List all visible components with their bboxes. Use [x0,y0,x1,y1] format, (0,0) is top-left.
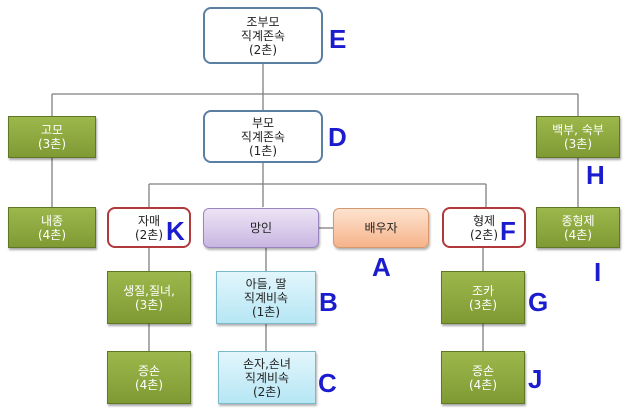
marker-h: H [586,160,605,190]
marker-j: J [528,364,543,394]
brother-grandchild-node: 증손 (4촌) [441,351,525,404]
parents-node: 부모 직계존속 (1촌) [203,110,323,163]
sister-child-node: 생질,질녀, (3촌) [107,271,191,324]
marker-a: A [372,252,391,282]
marker-i: I [594,257,602,287]
brother-node: 형제 (2촌) [442,207,526,248]
marker-k: K [166,216,185,246]
marker-d: D [328,122,347,152]
aunt-node: 고모 (3촌) [8,116,96,158]
brother-child-node: 조카 (3촌) [441,271,525,324]
sister-grandchild-node: 증손 (4촌) [107,351,191,404]
aunt-child-node: 내종 (4촌) [8,207,96,248]
grandparents-node: 조부모 직계존속 (2촌) [203,7,323,64]
spouse-node: 배우자 [333,208,429,248]
sister-node: 자매 (2촌) [107,207,191,248]
uncle-child-node: 종형제 (4촌) [536,207,620,248]
grandchild-node: 손자,손녀 직계비속 (2촌) [218,351,316,404]
marker-c: C [318,368,337,398]
marker-f: F [500,216,516,246]
child-node: 아들, 딸 직계비속 (1촌) [216,271,316,324]
uncles-node: 백부, 숙부 (3촌) [536,116,620,158]
marker-g: G [528,287,549,317]
marker-b: B [319,287,338,317]
deceased-node: 망인 [203,208,319,248]
marker-e: E [329,24,347,54]
